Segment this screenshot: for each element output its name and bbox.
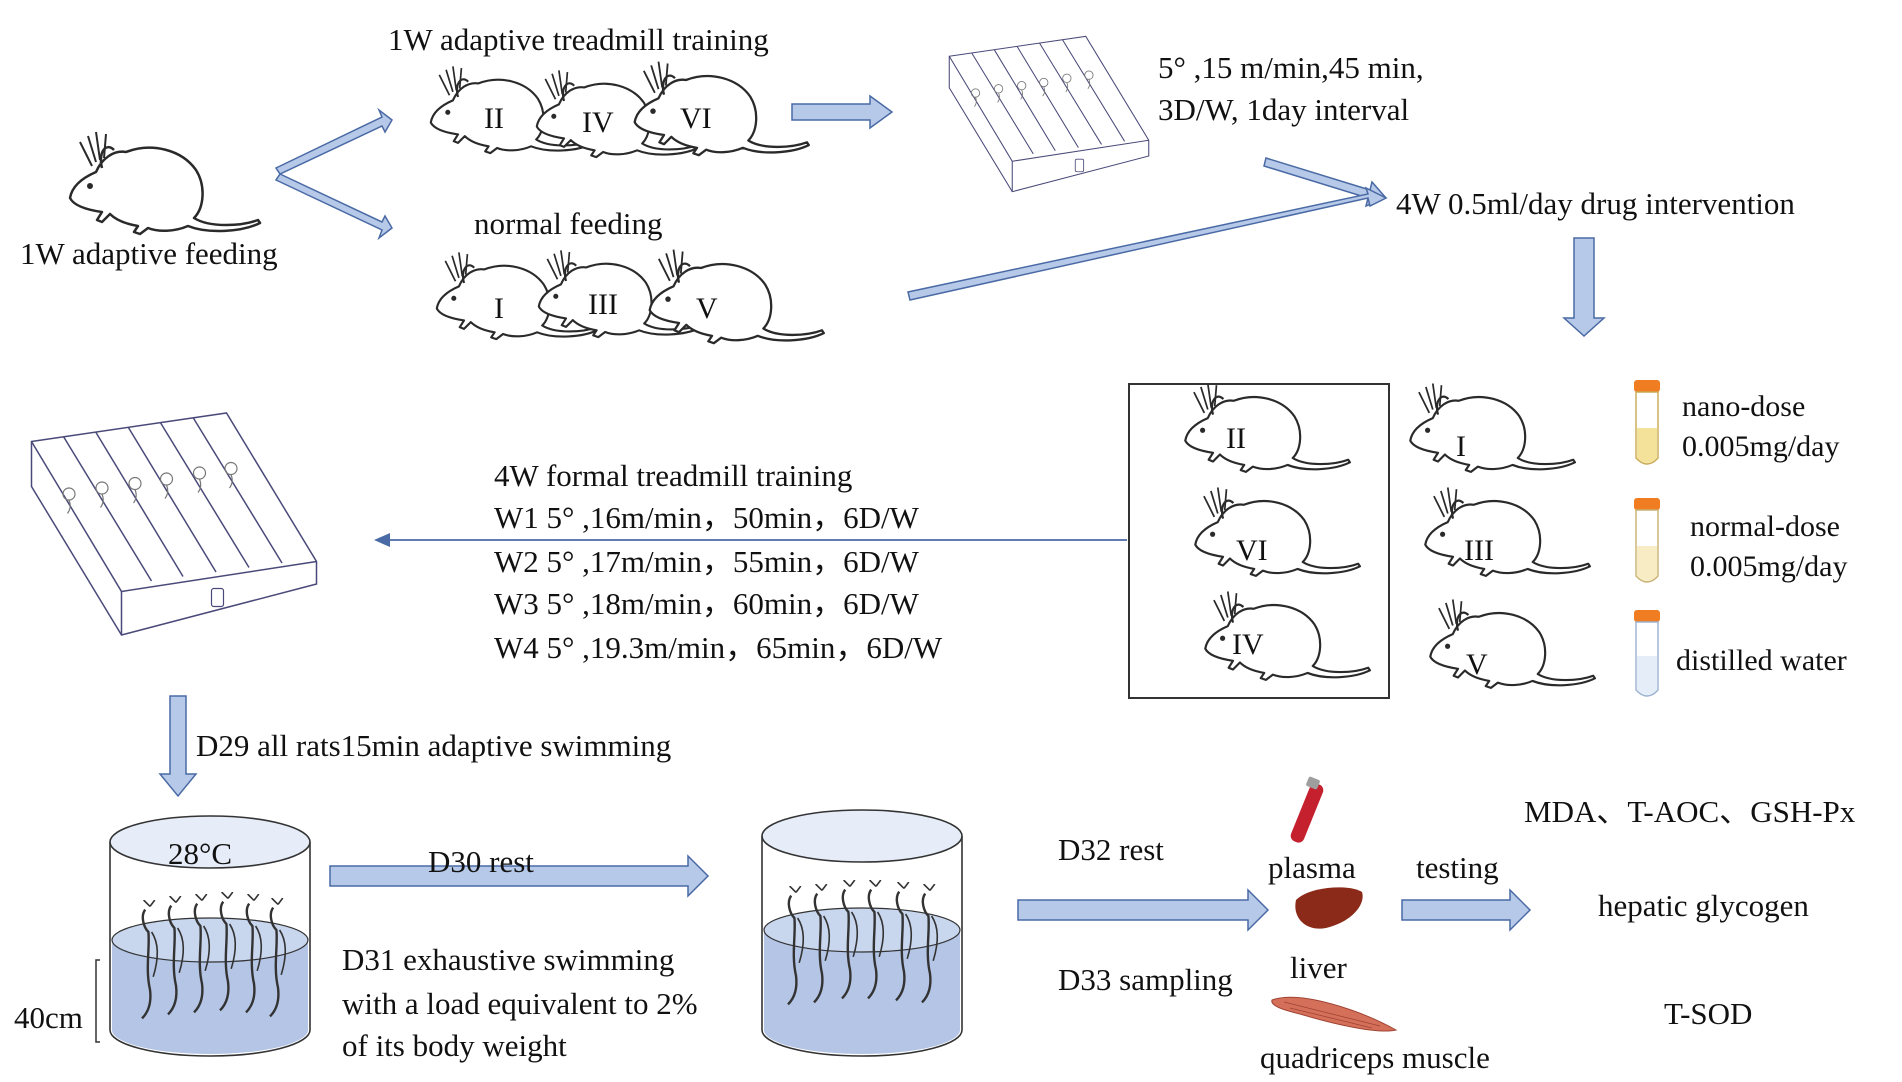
distilled-water-label: distilled water xyxy=(1676,644,1847,677)
d32-rest-label: D32 rest xyxy=(1058,832,1164,867)
temperature-label: 28°C xyxy=(168,836,233,871)
arrow-to-swimming xyxy=(158,695,198,798)
group-label: III xyxy=(588,288,618,321)
exhaustive-line: of its body weight xyxy=(342,1028,567,1063)
d30-rest-label: D30 rest xyxy=(428,844,534,879)
week-row: W2 5° ,17m/min，55min，6D/W xyxy=(494,544,919,579)
arrow-drug-down xyxy=(1562,237,1606,338)
untrained-column-rats xyxy=(1409,382,1597,690)
blood-tube-icon xyxy=(1290,776,1324,843)
normal-dose-amount: 0.005mg/day xyxy=(1690,550,1848,583)
hepatic-glycogen-label: hepatic glycogen xyxy=(1598,888,1809,923)
plasma-label: plasma xyxy=(1268,850,1356,885)
adaptive-feeding-label: 1W adaptive feeding xyxy=(20,236,278,271)
nano-dose-tube xyxy=(1634,380,1660,465)
normal-dose-label: normal-dose xyxy=(1690,510,1840,543)
swimming-tank-right xyxy=(761,809,963,1057)
arrow-d30-d31 xyxy=(329,854,710,898)
group-label: I xyxy=(494,292,504,325)
week-row: W4 5° ,19.3m/min，65min，6D/W xyxy=(494,630,943,665)
normal-dose-tube xyxy=(1634,498,1660,583)
muscle-label: quadriceps muscle xyxy=(1260,1040,1490,1075)
group-label: V xyxy=(1466,648,1488,681)
treadmill-top-illustration xyxy=(948,35,1150,193)
depth-label: 40cm xyxy=(14,1000,83,1035)
adaptive-swimming-label: D29 all rats15min adaptive swimming xyxy=(196,728,672,763)
group-label: I xyxy=(1456,430,1466,463)
treadmill-params-line1: 5° ,15 m/min,45 min, xyxy=(1158,50,1424,85)
group-label: IV xyxy=(582,106,614,139)
group-label: II xyxy=(1226,422,1246,455)
nano-dose-amount: 0.005mg/day xyxy=(1682,430,1840,463)
drug-intervention-label: 4W 0.5ml/day drug intervention xyxy=(1396,186,1795,221)
arrow-to-treadmill xyxy=(791,94,894,130)
exhaustive-line: with a load equivalent to 2% xyxy=(342,986,698,1021)
formal-training-title: 4W formal treadmill training xyxy=(494,458,853,493)
swimming-tank-left xyxy=(95,815,311,1057)
initial-rat-illustration xyxy=(68,130,262,236)
week-row: W1 5° ,16m/min，50min，6D/W xyxy=(494,500,919,535)
treadmill-params-line2: 3D/W, 1day interval xyxy=(1158,92,1410,127)
arrow-feeding-to-drug xyxy=(907,186,1388,301)
treadmill-formal-illustration xyxy=(30,412,318,636)
normal-feeding-label: normal feeding xyxy=(474,206,663,241)
week-row: W3 5° ,18m/min，60min，6D/W xyxy=(494,586,919,621)
adaptive-training-label: 1W adaptive treadmill training xyxy=(388,22,769,57)
exhaustive-line: D31 exhaustive swimming xyxy=(342,942,675,977)
branch-arrow-down xyxy=(274,173,393,241)
arrow-testing xyxy=(1401,888,1532,932)
group-label: V xyxy=(696,292,718,325)
muscle-icon xyxy=(1271,996,1398,1032)
oxidative-markers-label: MDA、T-AOC、GSH-Px xyxy=(1524,794,1856,829)
group-label: IV xyxy=(1232,628,1264,661)
branch-arrow-up xyxy=(274,107,393,175)
group-label: VI xyxy=(1236,534,1268,567)
distilled-water-tube xyxy=(1634,610,1660,697)
group-label: III xyxy=(1464,534,1494,567)
group-label: II xyxy=(484,102,504,135)
testing-label: testing xyxy=(1416,850,1499,885)
liver-icon xyxy=(1295,887,1363,929)
group-label: VI xyxy=(680,102,712,135)
arrow-d32-d33 xyxy=(1017,888,1270,932)
sampling-label: D33 sampling xyxy=(1058,962,1233,997)
nano-dose-label: nano-dose xyxy=(1682,390,1806,423)
liver-label: liver xyxy=(1290,950,1347,985)
tsod-label: T-SOD xyxy=(1664,996,1753,1031)
